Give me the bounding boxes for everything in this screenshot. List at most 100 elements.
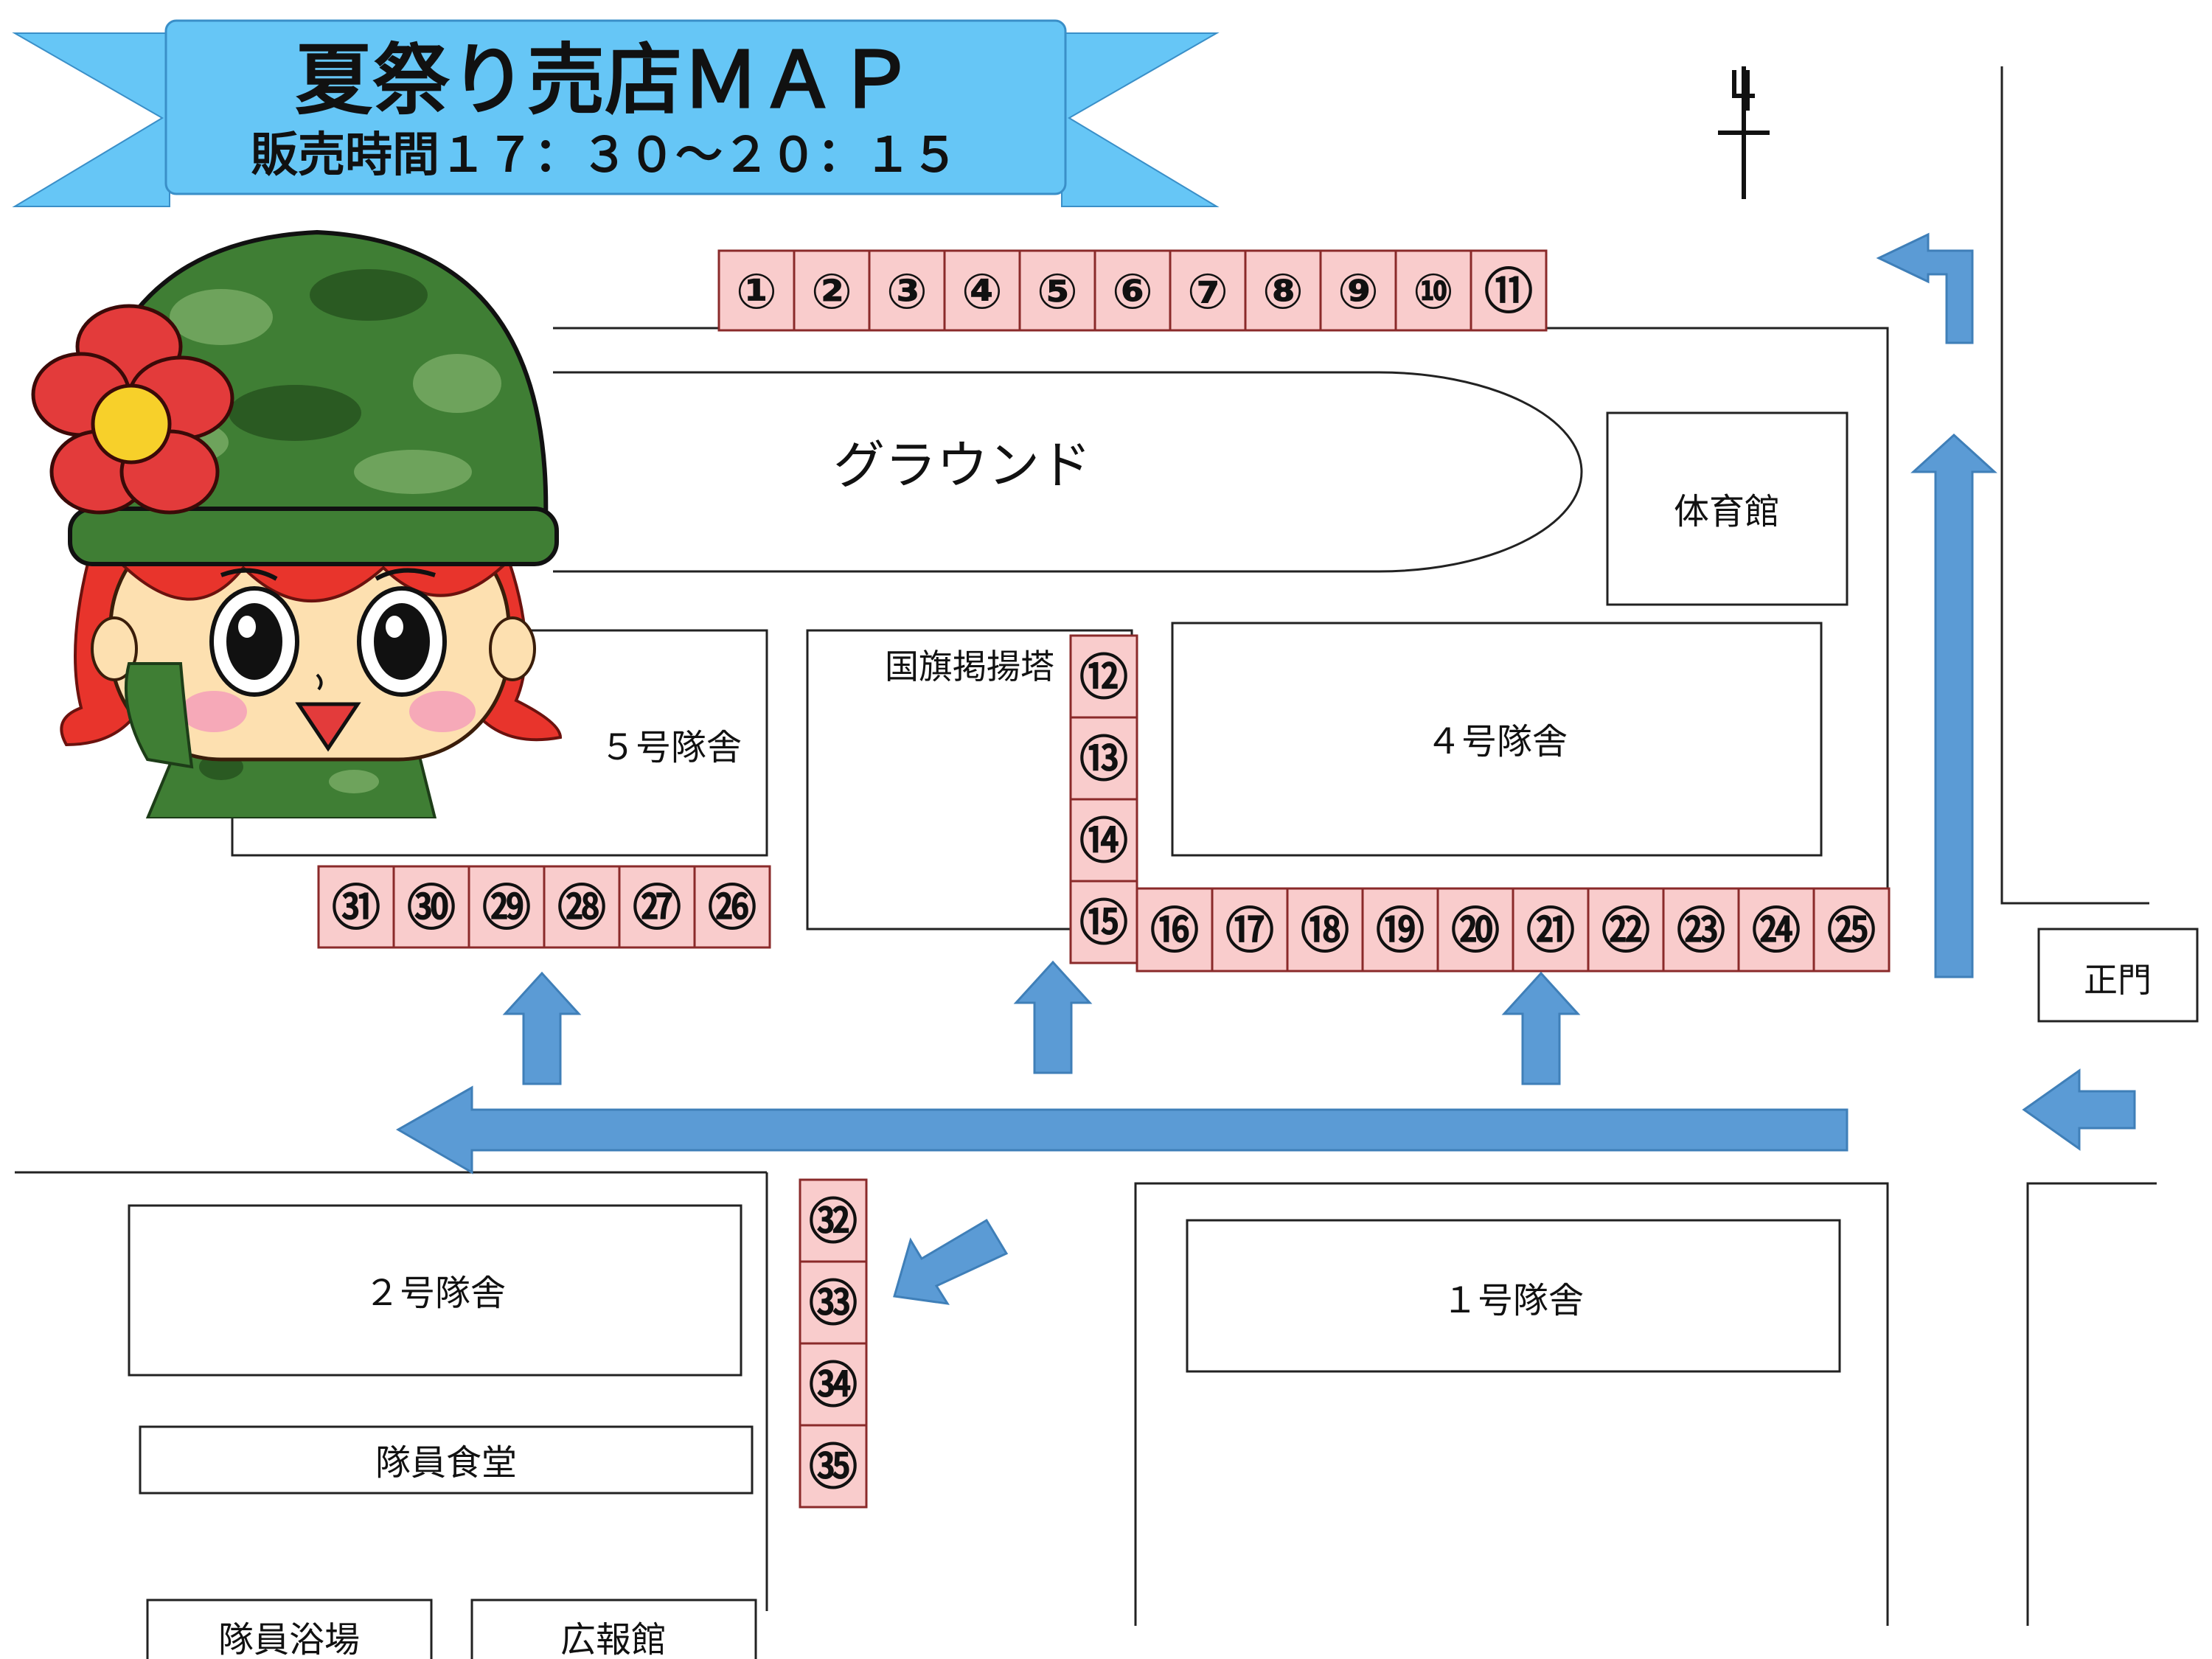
east-up-arrow: [1910, 433, 1997, 978]
stall-number: ㉟: [809, 1439, 858, 1496]
stall-booth: ⑪: [1470, 249, 1548, 332]
stall-box: [868, 249, 946, 332]
stall-booth: ⑳: [1436, 887, 1514, 973]
stall-box: [1737, 887, 1815, 973]
stall-number: ⑯: [1150, 902, 1199, 959]
ground-track: [553, 371, 1583, 573]
stall-number: ⑲: [1376, 902, 1425, 959]
stall-booth: ⑬: [1069, 716, 1138, 801]
stall-booth: ㉖: [693, 865, 771, 949]
stall-number: ⑨: [1338, 263, 1379, 320]
stall-box: [799, 1260, 868, 1345]
stall-booth: ⑭: [1069, 798, 1138, 883]
barracks-4: ４号隊舎: [1171, 622, 1823, 857]
title-banner: 夏祭り売店ＭＡＰ 販売時間１７：３０～２０：１５: [12, 19, 1220, 207]
pr-hall: 広報館: [470, 1599, 757, 1659]
stall-booth: ①: [717, 249, 796, 332]
stall-box: [1319, 249, 1397, 332]
stall-booth: ㉞: [799, 1342, 868, 1427]
stall-box: [1069, 880, 1138, 964]
main-gate: 正門: [2037, 928, 2199, 1023]
barracks-5-label: ５号隊舎: [600, 727, 742, 768]
banner-hours: 販売時間１７：３０～２０：１５: [251, 128, 959, 183]
stall-number: ㉕: [1827, 902, 1876, 959]
stall-number: ⑭: [1079, 813, 1128, 870]
stall-booth: ⑫: [1069, 634, 1138, 719]
soldier-girl-mascot-icon: [31, 229, 563, 818]
stall-number: ㉖: [708, 880, 757, 936]
stall-booth: ㉝: [799, 1260, 868, 1345]
north-arrow-icon: [1718, 66, 1770, 199]
stall-booth: ㉟: [799, 1424, 868, 1509]
stall-number: ⑰: [1225, 902, 1274, 959]
barracks-1-label: １号隊舎: [1442, 1280, 1584, 1321]
bath-house: 隊員浴場: [146, 1599, 433, 1659]
stall-booth: ⑦: [1169, 249, 1247, 332]
banner-body: [164, 19, 1067, 195]
stall-booth: ②: [793, 249, 871, 332]
stall-number: ⑧: [1262, 263, 1304, 320]
banner-right-ribbon: [1061, 32, 1220, 207]
main-gate-label: 正門: [2084, 960, 2152, 1000]
ground-label: グラウンド: [833, 435, 1091, 495]
stall-number: ㉑: [1526, 902, 1575, 959]
stall-box: [799, 1424, 868, 1509]
stall-number: ㉝: [809, 1276, 858, 1332]
stall-number: ⑤: [1037, 263, 1078, 320]
stall-booth: ㉑: [1512, 887, 1590, 973]
stall-box: [1069, 716, 1138, 801]
diagonal-down-left-arrow: [893, 1218, 1009, 1305]
stall-number: ㉔: [1752, 902, 1801, 959]
stall-booth: ㉘: [543, 865, 621, 949]
gymnasium-label: 体育館: [1674, 491, 1780, 532]
stall-booth: ㉔: [1737, 887, 1815, 973]
stall-number: ⑱: [1301, 902, 1349, 959]
stall-box: [1135, 887, 1214, 973]
stall-booth: ④: [943, 249, 1021, 332]
barracks-1: １号隊舎: [1186, 1219, 1841, 1373]
stall-booth: ⑰: [1211, 887, 1289, 973]
stall-booth: ㉒: [1587, 887, 1665, 973]
stall-booth: ⑥: [1093, 249, 1172, 332]
stall-booth: ⑤: [1018, 249, 1096, 332]
stall-box: [793, 249, 871, 332]
stall-number: ㉓: [1677, 902, 1725, 959]
stall-number: ㉗: [633, 880, 681, 936]
stall-box: [618, 865, 696, 949]
stall-booth: ⑲: [1361, 887, 1439, 973]
gate-entry-arrow: [2022, 1068, 2136, 1151]
stall-box: [1286, 887, 1364, 973]
stall-number: ⑬: [1079, 731, 1128, 788]
stall-box: [1244, 249, 1322, 332]
banner-left-ribbon: [12, 32, 170, 207]
stall-booth: ㉕: [1812, 887, 1891, 973]
stall-number: ㉒: [1601, 902, 1650, 959]
stall-box: [1662, 887, 1740, 973]
stall-booth: ㉜: [799, 1178, 868, 1263]
flower-icon: [31, 304, 234, 515]
stall-number: ㉘: [557, 880, 606, 936]
stall-number: ④: [961, 263, 1003, 320]
stall-number: ⑮: [1079, 895, 1128, 952]
stall-booth: ㉛: [317, 865, 395, 949]
stall-box: [1587, 887, 1665, 973]
bath-house-label: 隊員浴場: [218, 1619, 360, 1659]
flagpole-label: 国旗掲揚塔: [885, 647, 1054, 686]
stall-number: ⑦: [1187, 263, 1228, 320]
stall-number: ㉛: [332, 880, 380, 936]
stall-box: [1093, 249, 1172, 332]
stall-number: ⑳: [1451, 902, 1500, 959]
stall-booth: ⑧: [1244, 249, 1322, 332]
stall-box: [317, 865, 395, 949]
pr-hall-label: 広報館: [560, 1619, 667, 1659]
stall-number: ⑥: [1112, 263, 1153, 320]
stall-booth: ⑯: [1135, 887, 1214, 973]
banner-title: 夏祭り売店ＭＡＰ: [295, 35, 914, 125]
stall-number: ②: [811, 263, 852, 320]
stall-box: [1812, 887, 1891, 973]
barracks-4-label: ４号隊舎: [1426, 721, 1568, 762]
stall-box: [799, 1342, 868, 1427]
barracks-2-label: ２号隊舎: [364, 1273, 506, 1314]
